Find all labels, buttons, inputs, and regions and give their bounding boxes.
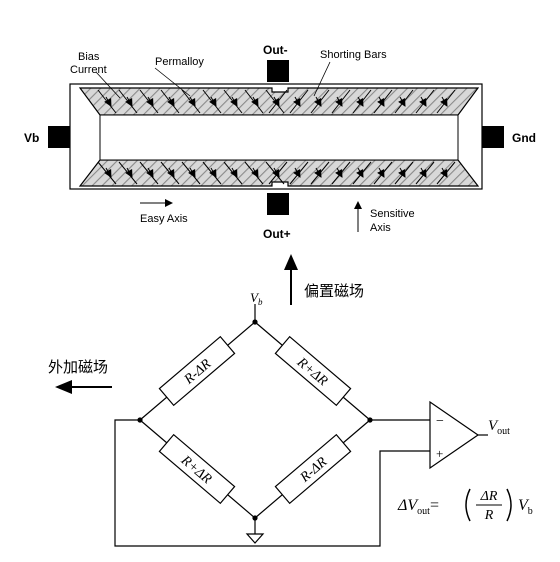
node-left — [137, 417, 143, 423]
resistor-bottom-left: R+ΔR — [158, 433, 236, 505]
shorting-bar — [289, 161, 309, 185]
current-arrow — [314, 96, 322, 107]
sensor-channel — [100, 115, 458, 160]
shorting-bars-label: Shorting Bars — [320, 49, 387, 61]
current-arrow — [440, 167, 448, 178]
node-right — [367, 417, 373, 423]
resistor-bottom-right: R-ΔR — [274, 433, 352, 505]
easy-axis-label: Easy Axis — [140, 213, 188, 225]
shorting-bar — [373, 161, 393, 185]
shorting-bars-bottom — [97, 161, 456, 185]
permalloy-leader — [154, 67, 191, 97]
shorting-bar — [415, 161, 435, 185]
current-arrow — [167, 167, 175, 178]
current-arrow — [293, 167, 301, 178]
shorting-bars-leader — [313, 61, 331, 97]
current-arrow — [209, 167, 217, 178]
permalloy-label: Permalloy — [155, 56, 204, 68]
current-arrow — [188, 167, 196, 178]
shorting-bar — [394, 161, 414, 185]
op-amp — [429, 400, 480, 470]
out-plus-label: Out+ — [263, 227, 291, 241]
current-arrow — [146, 96, 154, 107]
current-arrow — [209, 96, 217, 107]
shorting-bar — [415, 89, 435, 114]
gnd-pad — [482, 126, 504, 148]
op-amp-minus: − — [436, 414, 444, 429]
shorting-bar — [436, 89, 456, 114]
current-arrow — [377, 96, 385, 107]
current-arrow — [125, 167, 133, 178]
node-top — [252, 319, 258, 325]
shorting-bar — [394, 89, 414, 114]
current-arrow — [335, 96, 343, 107]
shorting-bar — [373, 89, 393, 114]
external-field-label: 外加磁场 — [48, 358, 108, 376]
shorting-bar — [352, 89, 372, 114]
resistor-top-left: R-ΔR — [158, 335, 236, 407]
current-arrow — [146, 167, 154, 178]
node-bottom — [252, 515, 258, 521]
permalloy-strip-bottom — [78, 159, 480, 187]
bias-field-arrow — [284, 254, 298, 305]
shorting-bar — [331, 161, 351, 185]
ground-symbol — [245, 533, 265, 544]
out-minus-pad — [267, 60, 289, 82]
formula-numerator: ΔR — [480, 489, 498, 504]
supply-label: Vb — [250, 290, 263, 307]
current-arrow — [104, 96, 112, 107]
current-arrow — [356, 96, 364, 107]
external-field-arrow — [55, 380, 112, 394]
current-arrow — [272, 96, 280, 107]
current-arrow — [356, 167, 364, 178]
current-arrow — [398, 167, 406, 178]
current-arrow — [293, 96, 301, 107]
sensor-chip — [48, 60, 504, 215]
current-arrow — [104, 167, 112, 178]
current-arrow — [125, 96, 133, 107]
current-arrow — [398, 96, 406, 107]
out-minus-label: Out- — [263, 43, 288, 57]
shorting-bars-top — [97, 89, 456, 114]
shorting-bar — [268, 161, 288, 185]
vb-pad — [48, 126, 70, 148]
op-amp-plus: + — [436, 446, 443, 461]
formula-vb: Vb — [518, 497, 533, 517]
current-arrow — [251, 167, 259, 178]
shorting-bar — [310, 161, 330, 185]
current-arrow — [230, 167, 238, 178]
bias-field-label: 偏置磁场 — [304, 282, 364, 300]
current-arrow — [419, 167, 427, 178]
formula-denominator: R — [484, 508, 494, 523]
vb-label: Vb — [24, 131, 39, 145]
current-arrow — [377, 167, 385, 178]
formula-lhs: ΔVout= — [397, 497, 439, 517]
gnd-label: Gnd — [512, 131, 536, 145]
current-arrow — [167, 96, 175, 107]
current-arrow — [440, 96, 448, 107]
shorting-bar — [331, 89, 351, 114]
permalloy-strip-top — [78, 87, 480, 116]
resistor-top-right: R+ΔR — [274, 335, 352, 407]
output-formula: ΔVout= ΔR R Vb — [397, 488, 533, 523]
out-plus-pad — [267, 193, 289, 215]
bias-current-leader — [95, 71, 121, 99]
current-arrow — [251, 96, 259, 107]
current-arrow — [272, 167, 280, 178]
current-arrow — [419, 96, 427, 107]
shorting-bar — [268, 89, 288, 114]
current-arrow — [335, 167, 343, 178]
shorting-bar — [289, 89, 309, 114]
current-arrow — [230, 96, 238, 107]
shorting-bar — [352, 161, 372, 185]
shorting-bar — [436, 161, 456, 185]
current-arrow — [188, 96, 196, 107]
current-arrow — [314, 167, 322, 178]
output-label: Vout — [488, 418, 510, 437]
shorting-bar — [310, 89, 330, 114]
